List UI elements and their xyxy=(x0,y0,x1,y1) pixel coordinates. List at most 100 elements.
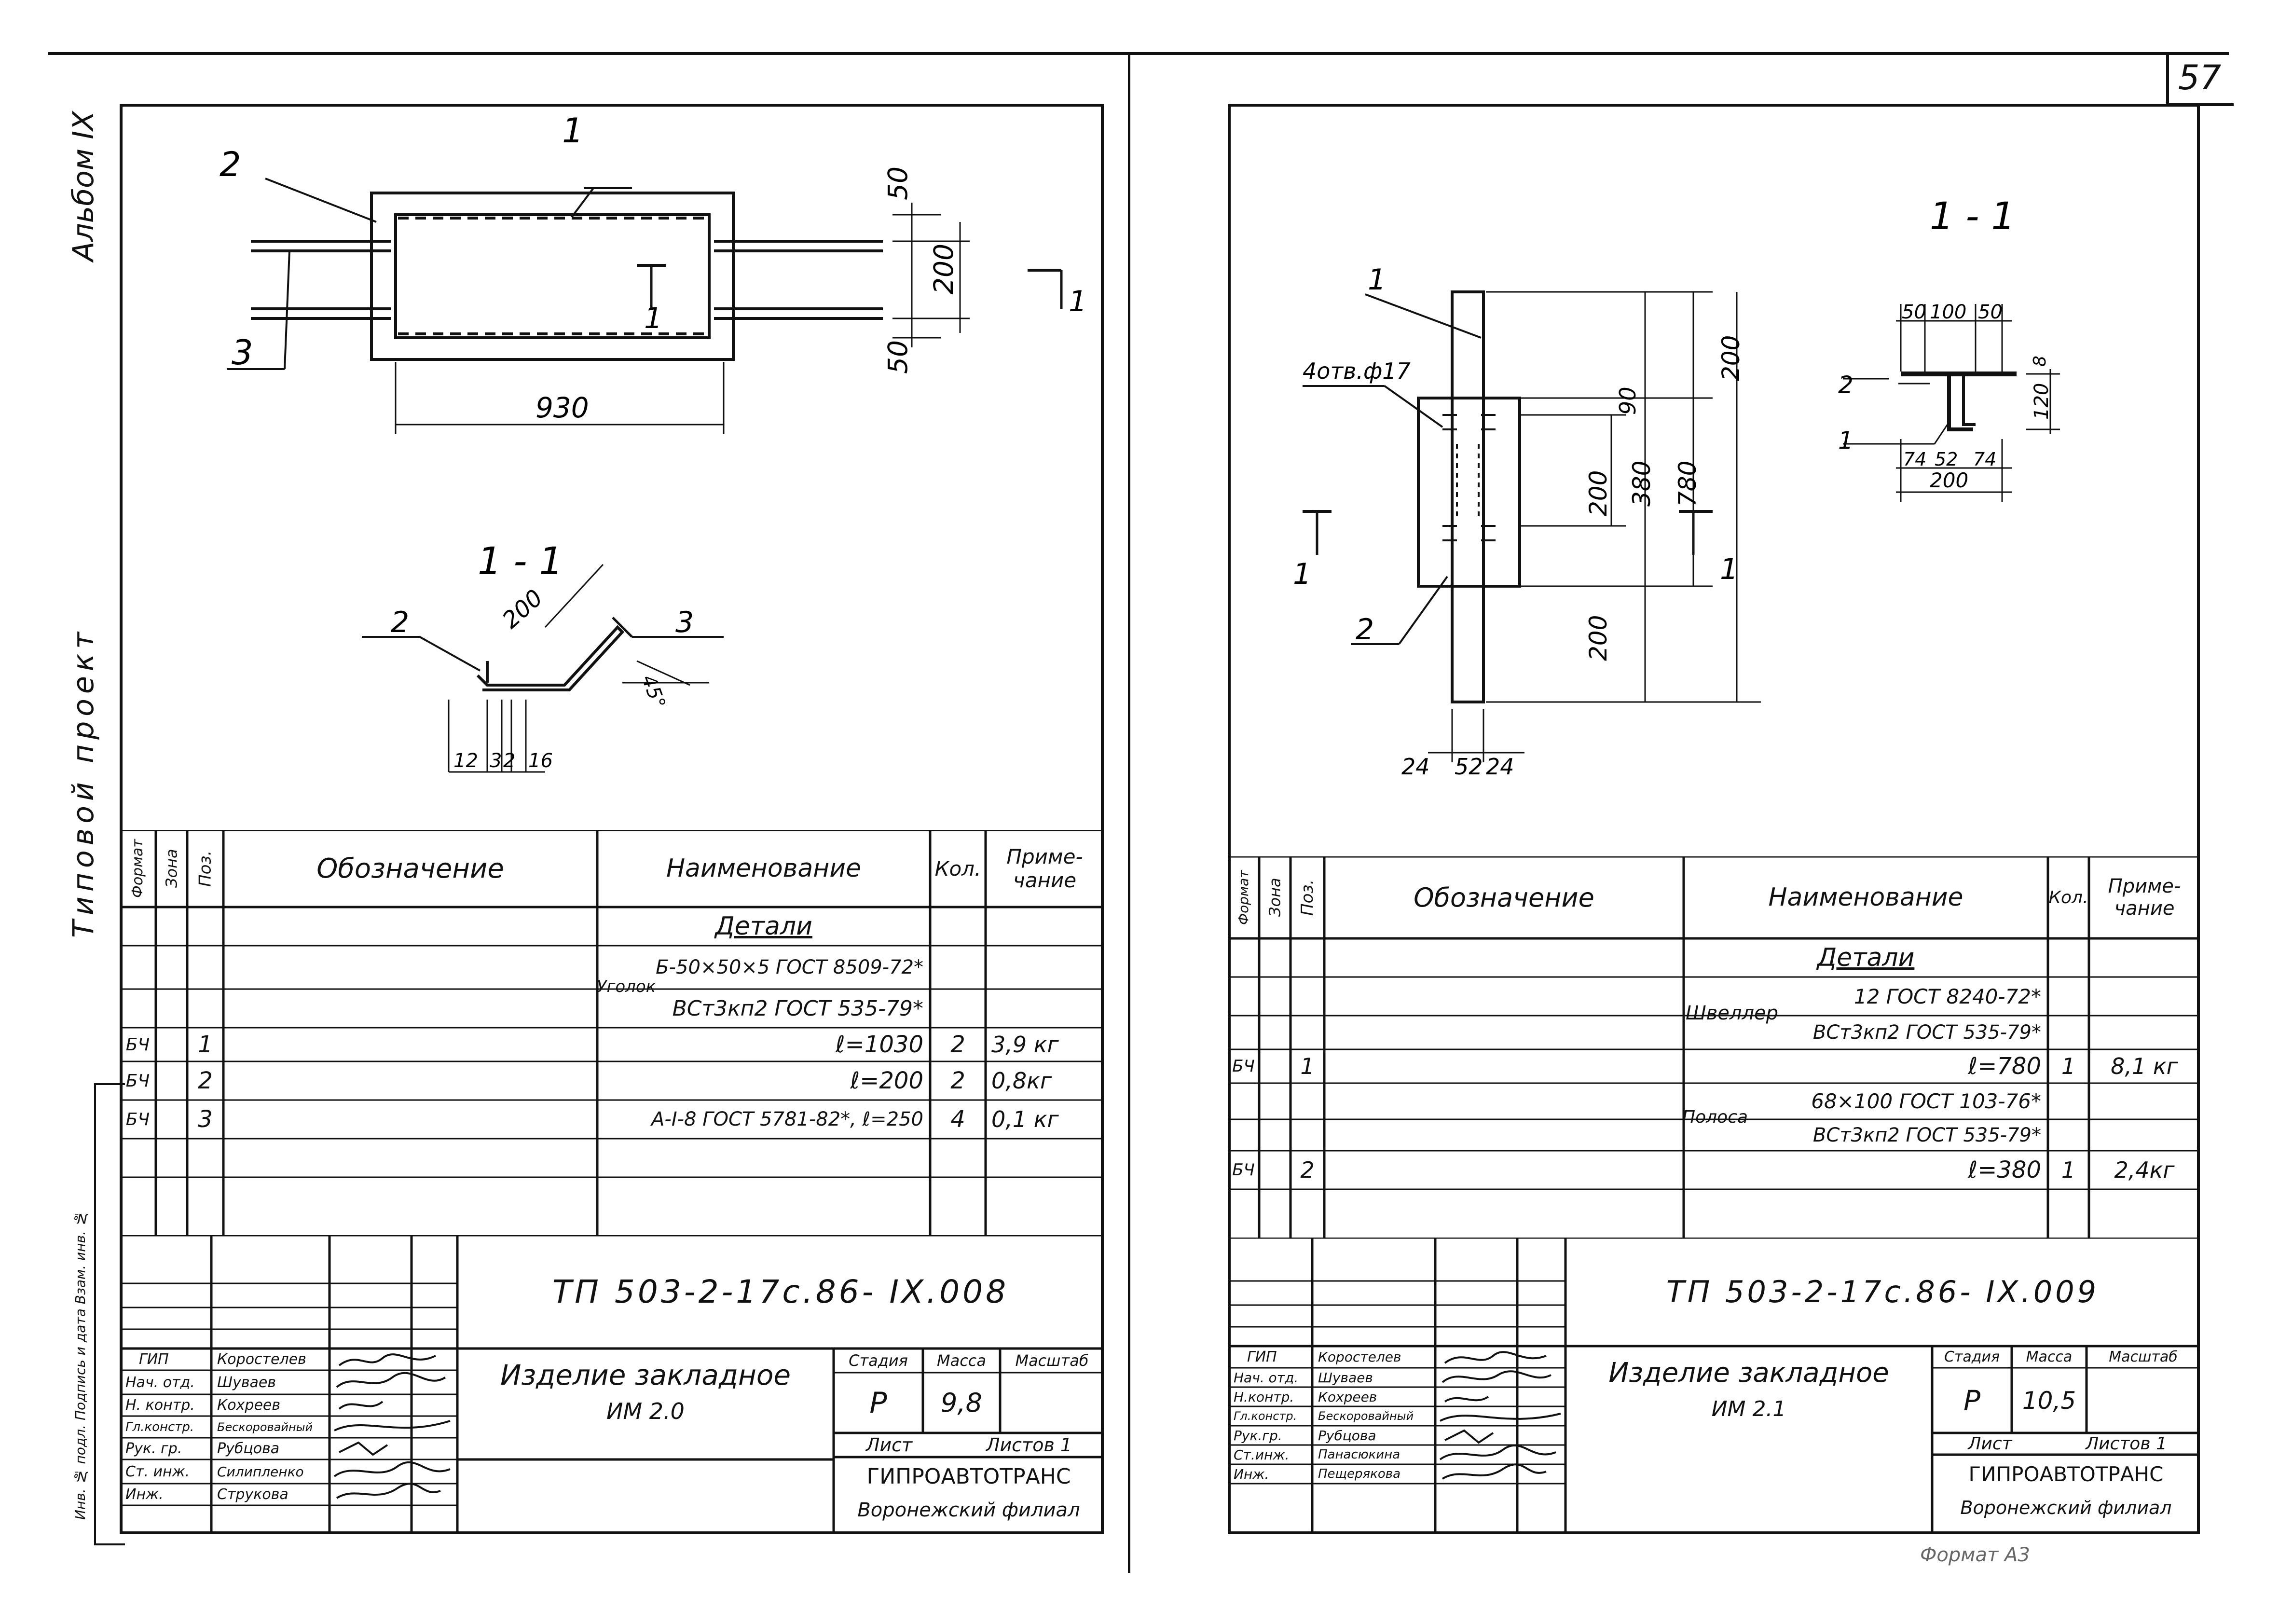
left-mass-label: Масса xyxy=(936,1351,986,1370)
center-fold-line xyxy=(1128,53,1130,1573)
right-sec-dim-50a: 50 xyxy=(1902,301,1926,323)
left-row1-note: 3,9 кг xyxy=(991,1032,1059,1058)
right-org1: ГИПРОАВТОТРАНС xyxy=(1968,1462,2164,1486)
right-sec-dim-50b: 50 xyxy=(1978,301,2003,323)
left-hdr-designation: Обозначение xyxy=(316,853,504,884)
left-row2-format: БЧ xyxy=(125,1071,150,1091)
right-dim-24b: 24 xyxy=(1486,754,1514,780)
right-doc-title: Изделие закладное xyxy=(1608,1357,1889,1389)
right-spec-table: Формат Зона Поз. Обозначение Наименовани… xyxy=(1228,856,2200,1238)
right-sec-dim-100: 100 xyxy=(1930,301,1966,323)
right-dim-200-bot: 200 xyxy=(1584,615,1612,661)
left-scale-label: Масштаб xyxy=(1015,1351,1089,1370)
inventory-strip: Инв. № подл. Подпись и дата Взам. инв. № xyxy=(72,1211,88,1520)
left-row2-qty: 2 xyxy=(950,1067,965,1094)
left-dim-930: 930 xyxy=(535,391,589,424)
left-staff-name-2: Шуваев xyxy=(217,1374,276,1391)
left-staff-name-3: Кохреев xyxy=(217,1397,281,1414)
right-dim-24a: 24 xyxy=(1401,754,1430,780)
right-staff-role-4: Гл.констр. xyxy=(1234,1409,1297,1423)
right-holes: 4отв.ф17 xyxy=(1303,358,1411,384)
left-sec-dim-16: 16 xyxy=(528,750,553,772)
left-staff-name-6: Силипленко xyxy=(217,1463,304,1480)
page-number: 57 xyxy=(2178,58,2222,97)
right-row1-pos: 1 xyxy=(1300,1053,1315,1079)
left-row1-qty: 2 xyxy=(950,1031,965,1058)
left-section-mark-b: 1 xyxy=(1069,285,1087,318)
right-hdr-note: Приме-чание xyxy=(2108,875,2181,920)
right-row2-note: 2,4кг xyxy=(2114,1157,2175,1183)
left-stage-label: Стадия xyxy=(849,1351,908,1370)
left-row3-qty: 4 xyxy=(950,1106,965,1133)
left-sec-dim-200: 200 xyxy=(497,584,549,634)
right-mass-label: Масса xyxy=(2026,1349,2073,1365)
left-org1: ГИПРОАВТОТРАНС xyxy=(866,1464,1071,1489)
right-sheets-label: Листов 1 xyxy=(2086,1434,2167,1454)
left-angle-frame xyxy=(370,192,735,361)
left-row3-name: А-I-8 ГОСТ 5781-82*, ℓ=250 xyxy=(651,1108,923,1130)
right-stage: Р xyxy=(1963,1384,1980,1417)
left-mass: 9,8 xyxy=(941,1388,982,1418)
left-staff-role-2: Нач. отд. xyxy=(125,1374,195,1391)
left-doc-subtitle: ИМ 2.0 xyxy=(606,1398,685,1424)
right-title-block: ТП 503-2-17с.86- IX.009 Изделие закладно… xyxy=(1228,1238,2200,1534)
right-material2-name: Полоса xyxy=(1682,1107,1748,1127)
left-row1-name: ℓ=1030 xyxy=(835,1031,923,1058)
right-material2-line1: 68×100 ГОСТ 103-76* xyxy=(1811,1089,2041,1113)
right-sec-dim-52: 52 xyxy=(1935,449,1958,470)
left-sheets-label: Листов 1 xyxy=(986,1434,1072,1456)
left-staff-name-4: Бескоровайный xyxy=(217,1420,313,1434)
right-material1-line1: 12 ГОСТ 8240-72* xyxy=(1853,984,2041,1008)
left-section-details: Детали xyxy=(715,912,812,941)
right-material2-line2: ВСт3кп2 ГОСТ 535-79* xyxy=(1812,1124,2041,1146)
left-row3-note: 0,1 кг xyxy=(991,1106,1059,1132)
left-title-block: ТП 503-2-17с.86- IX.008 Изделие закладно… xyxy=(120,1235,1104,1534)
right-hdr-zone: Зона xyxy=(1265,878,1284,917)
left-hdr-name: Наименование xyxy=(666,854,862,883)
right-section-details: Детали xyxy=(1817,943,1915,972)
right-staff-role-2: Нач. отд. xyxy=(1234,1369,1299,1386)
left-stage: Р xyxy=(869,1386,887,1420)
left-sheet-frame xyxy=(120,104,1104,1534)
right-stage-label: Стадия xyxy=(1944,1349,2000,1365)
right-row1-name: ℓ=780 xyxy=(1968,1053,2041,1080)
right-row1-note: 8,1 кг xyxy=(2111,1053,2178,1079)
left-hdr-qty: Кол. xyxy=(934,856,981,881)
right-section-mark-b: 1 xyxy=(1720,552,1738,586)
left-signatures xyxy=(333,1353,451,1499)
left-staff-name-5: Рубцова xyxy=(217,1440,280,1457)
left-section-mark-a: 1 xyxy=(644,302,662,335)
left-staff-role-7: Инж. xyxy=(125,1486,164,1503)
right-hdr-qty: Кол. xyxy=(2048,887,2088,908)
left-dim-200: 200 xyxy=(928,244,959,294)
right-staff-name-4: Бескоровайный xyxy=(1318,1409,1414,1423)
right-staff-name-3: Кохреев xyxy=(1318,1389,1377,1405)
right-signatures xyxy=(1439,1351,1561,1480)
right-staff-role-3: Н.контр. xyxy=(1234,1389,1294,1405)
left-sec-dim-3: 3 xyxy=(490,750,502,772)
left-sec-dim-2: 2 xyxy=(503,750,515,772)
left-material-name: Уголок xyxy=(596,977,656,996)
left-row2-note: 0,8кг xyxy=(991,1068,1052,1094)
right-sec-dim-120: 120 xyxy=(2031,383,2053,420)
left-hdr-zone: Зона xyxy=(162,849,181,888)
top-rule xyxy=(48,52,2229,55)
left-row3-format: БЧ xyxy=(125,1109,150,1129)
left-dim-50-bot: 50 xyxy=(882,340,913,374)
right-dim-200-top: 200 xyxy=(1717,335,1745,381)
left-doc-title: Изделие закладное xyxy=(500,1359,791,1391)
right-sec-dim-8: 8 xyxy=(2030,356,2050,367)
left-leader-2: 2 xyxy=(220,145,241,184)
left-hdr-pos: Поз. xyxy=(195,850,215,887)
right-staff-role-7: Инж. xyxy=(1234,1466,1269,1482)
left-sec-leader-2: 2 xyxy=(391,606,409,639)
right-row2-format: БЧ xyxy=(1232,1160,1255,1180)
left-section-title: 1 - 1 xyxy=(478,540,563,583)
left-sec-leader-3: 3 xyxy=(675,606,694,639)
left-staff-name-1: Коростелев xyxy=(217,1351,306,1368)
right-staff-role-1: ГИП xyxy=(1247,1349,1277,1365)
right-hdr-designation: Обозначение xyxy=(1414,882,1594,913)
left-staff-role-6: Ст. инж. xyxy=(125,1463,190,1480)
right-dim-780: 780 xyxy=(1674,461,1702,507)
left-dim-50-top: 50 xyxy=(882,166,913,200)
